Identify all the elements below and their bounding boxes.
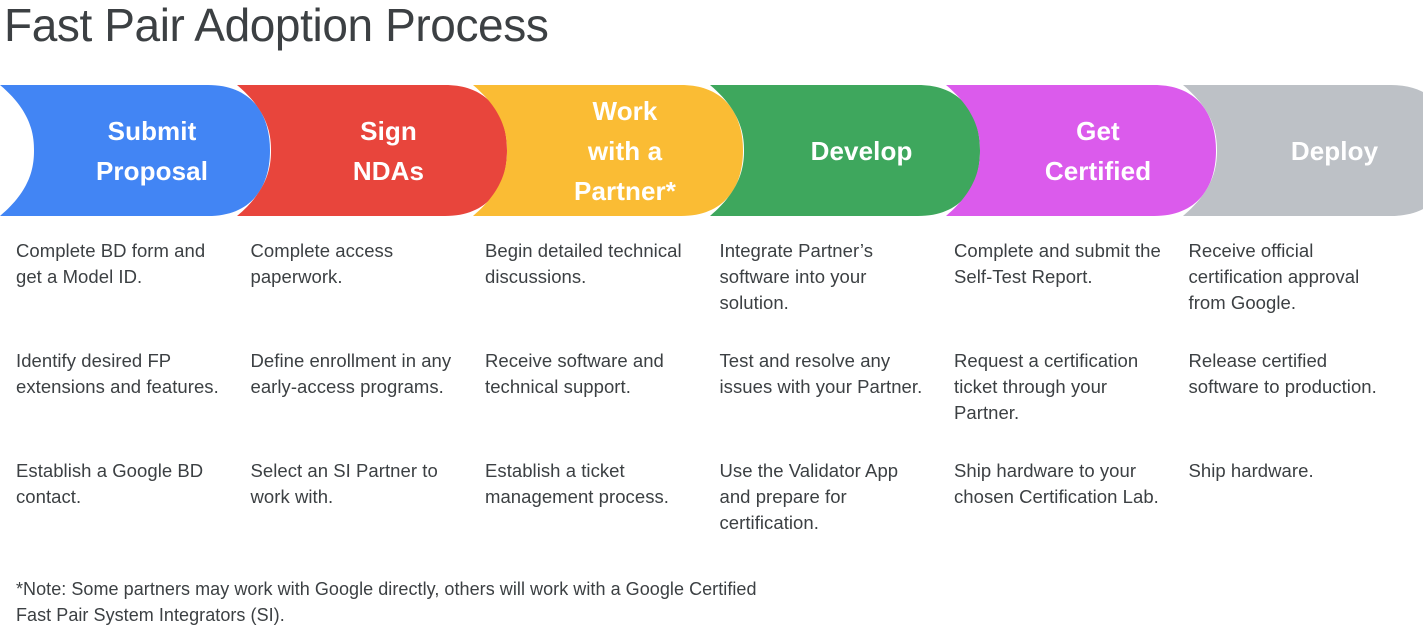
process-step-shape-sign-ndas [236, 85, 507, 216]
process-step-shape-get-certified [946, 85, 1216, 216]
detail-cell-work-with-a-partner: Begin detailed technical discussions. [485, 240, 682, 287]
process-step-work-with-a-partner[interactable]: Work with a Partner* [473, 85, 743, 216]
process-step-label-line: with a [587, 135, 663, 166]
process-step-label-line: Develop [810, 135, 913, 166]
detail-cell-work-with-a-partner: Establish a ticket management process. [485, 460, 669, 507]
process-step-label-line: Proposal [95, 155, 209, 186]
process-step-label-line: Submit [107, 115, 197, 146]
detail-cell-develop: Use the Validator App and prepare for ce… [719, 460, 899, 533]
process-step-label-develop: Develop [710, 131, 980, 171]
detail-cell-submit-proposal: Establish a Google BD contact. [16, 460, 204, 507]
process-step-label-line: Get [1076, 115, 1120, 146]
detail-cell-sign-ndas: Complete access paperwork. [250, 240, 394, 287]
process-step-shape-develop [709, 85, 980, 216]
detail-row: Identify desired FP extensions and featu… [0, 348, 1423, 458]
detail-row: Establish a Google BD contact. Select an … [0, 458, 1423, 568]
detail-cell-work-with-a-partner: Receive software and technical support. [485, 350, 664, 397]
process-step-label-line: Partner* [574, 175, 676, 206]
detail-cell-deploy: Release certified software to production… [1188, 350, 1377, 397]
page-title: Fast Pair Adoption Process [4, 0, 549, 51]
process-step-label-line: Work [592, 95, 658, 126]
detail-cell-submit-proposal: Complete BD form and get a Model ID. [16, 240, 206, 287]
process-step-label-line: NDAs [352, 155, 425, 186]
process-step-shape-work-with-a-partner [473, 85, 743, 216]
detail-cell-develop: Test and resolve any issues with your Pa… [719, 350, 923, 397]
process-step-shape-deploy [1182, 85, 1423, 216]
process-step-shape-submit-proposal [0, 85, 270, 216]
detail-cell-sign-ndas: Select an SI Partner to work with. [250, 460, 438, 507]
process-details-grid: Complete BD form and get a Model ID. Comp… [0, 238, 1423, 568]
process-step-label-line: Sign [360, 115, 417, 146]
process-step-label-line: Deploy [1290, 135, 1379, 166]
detail-cell-sign-ndas: Define enrollment in any early-access pr… [250, 350, 452, 397]
process-step-label-work-with-a-partner: Work with a Partner* [473, 91, 743, 211]
detail-cell-develop: Integrate Partner’s software into your s… [719, 240, 873, 313]
detail-cell-get-certified: Ship hardware to your chosen Certificati… [954, 460, 1159, 507]
process-step-label-deploy: Deploy [1183, 131, 1423, 171]
detail-row: Complete BD form and get a Model ID. Comp… [0, 238, 1423, 348]
detail-cell-submit-proposal: Identify desired FP extensions and featu… [16, 350, 219, 397]
detail-cell-deploy: Ship hardware. [1188, 460, 1314, 481]
process-step-deploy[interactable]: Deploy [1182, 85, 1423, 216]
footnote: *Note: Some partners may work with Googl… [16, 579, 757, 625]
process-step-label-line: Certified [1044, 155, 1152, 186]
detail-cell-get-certified: Request a certification ticket through y… [954, 350, 1139, 423]
process-step-develop[interactable]: Develop [709, 85, 980, 216]
detail-cell-get-certified: Complete and submit the Self-Test Report… [954, 240, 1161, 287]
detail-cell-deploy: Receive official certification approval … [1188, 240, 1360, 313]
